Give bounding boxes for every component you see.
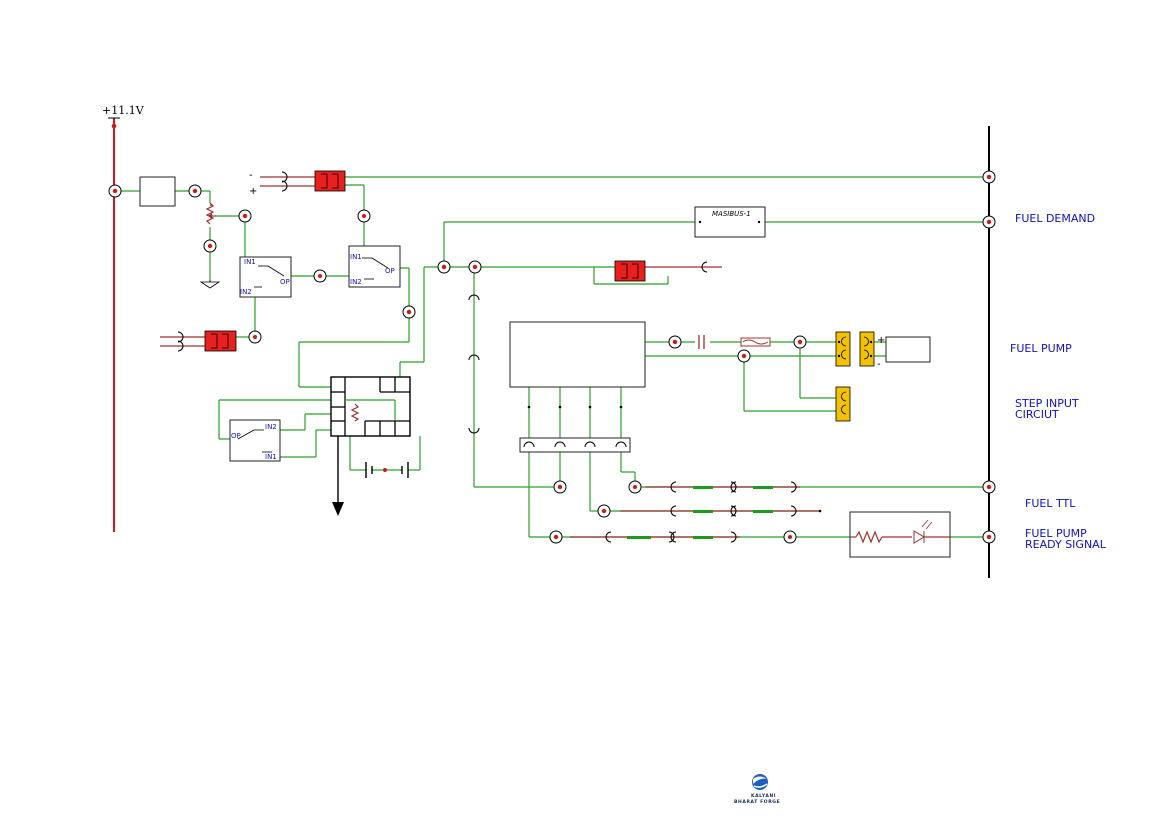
component-blocks bbox=[139, 176, 951, 558]
relay-2 bbox=[348, 245, 401, 288]
relay-1-in1: IN1 bbox=[244, 258, 256, 266]
relay-1 bbox=[239, 256, 292, 298]
polarity-plus: + bbox=[249, 186, 257, 197]
terminal-strip bbox=[519, 437, 631, 453]
company-logo: KALYANI BHARAT FORGE bbox=[734, 774, 780, 805]
signal-labels: FUEL DEMAND FUEL PUMP STEP INPUT CIRCIUT… bbox=[1010, 212, 1107, 551]
relay-3 bbox=[229, 419, 281, 462]
label-ready-2: READY SIGNAL bbox=[1025, 538, 1107, 551]
relay-2-in2: IN2 bbox=[350, 278, 362, 286]
pump-block bbox=[885, 336, 931, 363]
logo-line-1: KALYANI bbox=[751, 793, 776, 799]
relay-contacts bbox=[237, 257, 389, 453]
indicator-components bbox=[850, 519, 950, 544]
capacitor-icon bbox=[698, 335, 705, 349]
pump-minus: - bbox=[877, 359, 881, 370]
controller-block bbox=[509, 321, 646, 388]
label-step-input-1: STEP INPUT bbox=[1015, 397, 1079, 410]
label-fuel-demand: FUEL DEMAND bbox=[1015, 212, 1095, 225]
relay-3-in2: IN2 bbox=[265, 423, 277, 431]
relay-1-in2: IN2 bbox=[240, 288, 252, 296]
relay-pin-labels: IN1 OP IN2 IN1 OP IN2 IN2 OP IN1 bbox=[231, 253, 395, 461]
connector-leads bbox=[160, 171, 722, 352]
ground-arrow-icon bbox=[332, 502, 344, 516]
regulator-block bbox=[139, 176, 176, 207]
yellow-connectors: + - bbox=[835, 331, 885, 422]
label-step-input-2: CIRCIUT bbox=[1015, 408, 1059, 421]
label-ready-1: FUEL PUMP bbox=[1025, 527, 1087, 540]
relay-1-op: OP bbox=[280, 278, 290, 286]
cable-connectors bbox=[570, 481, 822, 543]
label-fuel-ttl: FUEL TTL bbox=[1025, 497, 1076, 510]
logo-line-2: BHARAT FORGE bbox=[734, 799, 780, 805]
relay-3-op: OP bbox=[231, 432, 241, 440]
fuse-icon bbox=[740, 337, 771, 347]
terminal-sockets bbox=[523, 405, 627, 448]
relay-2-in1: IN1 bbox=[350, 253, 362, 261]
potentiometer bbox=[205, 202, 216, 225]
indicator-block bbox=[849, 511, 951, 558]
power-rail: +11.1V bbox=[102, 104, 145, 532]
wire-crossovers bbox=[468, 294, 480, 434]
polarity-minus: - bbox=[249, 170, 253, 181]
pump-plus: + bbox=[877, 335, 885, 346]
supply-voltage-label: +11.1V bbox=[102, 104, 145, 117]
red-connectors bbox=[204, 170, 646, 352]
relay-3-in1: IN1 bbox=[265, 453, 277, 461]
junction-dots bbox=[112, 174, 992, 540]
label-fuel-pump: FUEL PUMP bbox=[1010, 342, 1072, 355]
battery-icon bbox=[365, 462, 409, 478]
masibus-module bbox=[694, 206, 766, 238]
relay-2-op: OP bbox=[385, 267, 395, 275]
ground-icon bbox=[199, 280, 221, 289]
masibus-label: MASIBUS-1 bbox=[712, 210, 751, 218]
